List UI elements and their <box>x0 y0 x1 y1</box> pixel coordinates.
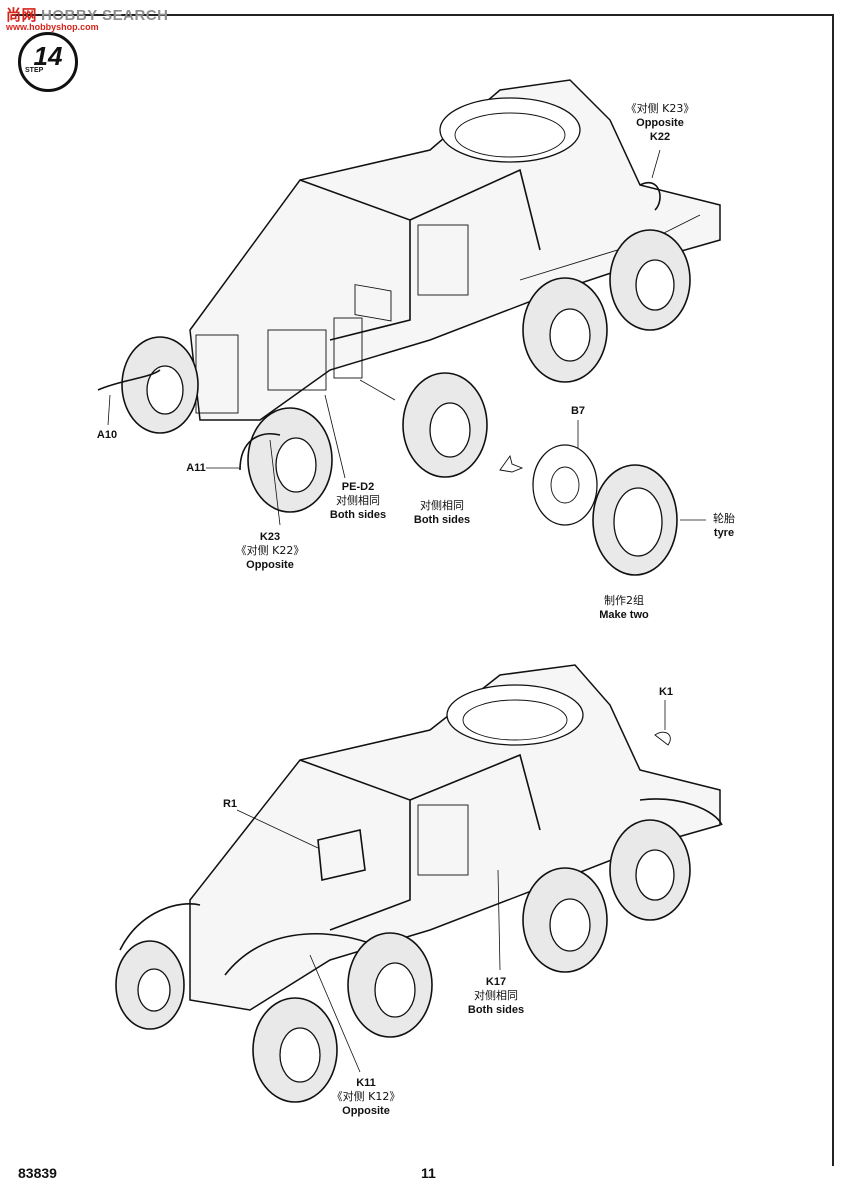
label-wheel-both-sides: 对侧相同 Both sides <box>413 499 471 526</box>
front-panel <box>267 329 327 391</box>
turret-opening <box>439 97 581 163</box>
direction-arrow <box>499 454 524 473</box>
rim-center <box>550 466 580 504</box>
label-ped2: PE-D2 对侧相同 Both sides <box>329 481 387 521</box>
hub-rear-1 <box>549 308 591 362</box>
vision-port <box>354 284 392 322</box>
label-make-two: 制作2组 Make two <box>599 594 649 621</box>
step-badge: 14 STEP <box>18 32 78 92</box>
hub-b-front-right <box>279 1027 321 1083</box>
part-k1 <box>654 731 671 746</box>
cab-roofline <box>409 168 541 251</box>
tyre-bore <box>613 487 663 557</box>
wheel-subassembly <box>532 420 706 576</box>
part-r1 <box>317 829 366 881</box>
part-ped2 <box>333 317 363 379</box>
cab-edge-2 <box>299 759 411 931</box>
hub-rear-2 <box>635 259 675 311</box>
part-b7-rim <box>532 444 598 526</box>
vehicle-bottom <box>115 664 723 1103</box>
step-number: 14 <box>33 41 63 71</box>
watermark-url: www.hobbyshop.com <box>6 22 99 32</box>
leader-a10 <box>107 394 111 426</box>
turret-opening-2 <box>446 684 584 746</box>
hub-front-left <box>146 365 184 415</box>
turret-inner <box>454 112 566 158</box>
leader-r1 <box>236 809 319 849</box>
label-tyre: 轮胎 tyre <box>713 512 735 539</box>
page-frame <box>12 14 834 1166</box>
step-label: STEP <box>25 67 44 74</box>
hub-loose <box>429 402 471 458</box>
hub-front-right <box>275 437 317 493</box>
side-door-2 <box>417 804 469 876</box>
front-fender-right <box>224 933 376 976</box>
leader-k22 <box>651 149 661 179</box>
side-door <box>417 224 469 296</box>
axle-arrow <box>359 379 396 401</box>
label-b7: B7 <box>570 405 586 417</box>
label-k22: 《对侧 K23》 Opposite K22 <box>625 102 695 143</box>
label-k1: K1 <box>658 686 674 698</box>
product-code: 83839 <box>18 1165 57 1181</box>
label-a11: A11 <box>186 462 206 474</box>
label-k23: K23 《对侧 K22》 Opposite <box>235 531 305 571</box>
front-fender-left <box>119 903 201 951</box>
hub-b-rear-2 <box>635 849 675 901</box>
cab-edge <box>299 179 411 341</box>
leader-k11 <box>309 954 361 1073</box>
label-a10: A10 <box>96 429 118 441</box>
part-a11 <box>239 433 281 471</box>
hub-b-front-left <box>137 968 171 1012</box>
label-k11: K11 《对侧 K12》 Opposite <box>331 1077 401 1117</box>
label-k17: K17 对侧相同 Both sides <box>467 976 525 1016</box>
page-number: 11 <box>421 1165 436 1181</box>
hub-b-rear-1 <box>549 898 591 952</box>
leader-k17 <box>497 869 501 971</box>
label-r1: R1 <box>222 798 238 810</box>
part-k22 <box>639 181 661 211</box>
rear-fender <box>639 798 723 826</box>
cab-roofline-2 <box>409 753 541 831</box>
turret-inner-2 <box>462 699 568 741</box>
leader-ped2 <box>324 394 346 479</box>
hub-b-mid <box>374 962 416 1018</box>
leader-k23 <box>269 439 281 526</box>
part-a10 <box>97 369 161 391</box>
vehicle-top <box>97 79 721 526</box>
